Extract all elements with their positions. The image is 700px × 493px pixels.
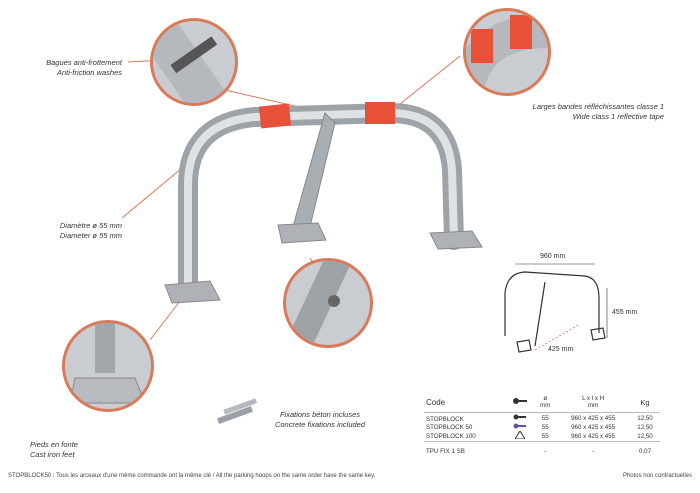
header-key-icon — [506, 392, 535, 413]
tape-label-fr: Larges bandes réfléchissantes classe 1 — [532, 102, 664, 111]
height-dimension: 455 mm — [612, 309, 638, 316]
depth-dimension: 425 mm — [548, 346, 574, 353]
washers-label-fr: Bagues anti-frottement — [46, 58, 122, 67]
tape-label: Larges bandes réfléchissantes classe 1 W… — [504, 102, 664, 121]
footer-note: STOPBLOCK50 : Tous les arceaux d'une mêm… — [8, 473, 376, 479]
key-icon — [507, 413, 535, 424]
dimension-drawing — [504, 263, 608, 353]
header-weight: Kg — [630, 392, 660, 413]
washers-label-en: Anti-friction washes — [56, 67, 122, 77]
diameter-label-en: Diameter ø 55 mm — [59, 230, 122, 240]
washers-label: Bagues anti-frottement Anti-friction was… — [30, 58, 122, 77]
feet-label-fr: Pieds en fonte — [30, 440, 78, 449]
diameter-label-fr: Diamètre ø 55 mm — [59, 221, 122, 230]
diameter-label: Diamètre ø 55 mm Diameter ø 55 mm — [30, 221, 122, 240]
table-row: STOPBLOCK 50 55 960 x 425 x 455 12,50 — [426, 423, 653, 431]
fixations-label: Fixations béton incluses Concrete fixati… — [250, 410, 390, 429]
triangle-key-icon — [507, 430, 535, 442]
washers-detail-photo — [150, 18, 238, 106]
reflective-tape-detail-photo — [463, 8, 551, 96]
table-row: STOPBLOCK 100 55 960 x 425 x 455 12,50 — [426, 430, 653, 442]
concrete-fixations-illustration — [217, 398, 258, 424]
table-row: STOPBLOCK 55 960 x 425 x 455 12,50 — [426, 413, 653, 424]
feet-label: Pieds en fonte Cast iron feet — [30, 440, 120, 459]
key-icon — [507, 423, 535, 431]
width-dimension: 960 mm — [540, 253, 566, 260]
footer-disclaimer: Photos non contractuelles — [622, 473, 692, 479]
fixations-label-fr: Fixations béton incluses — [279, 410, 361, 419]
feet-label-en: Cast iron feet — [30, 449, 75, 459]
table-row: TPU FIX 1 SB - - 0.07 — [424, 441, 660, 455]
lock-detail-photo — [283, 258, 373, 348]
header-code: Code — [424, 392, 507, 413]
cast-iron-foot-detail-photo — [62, 320, 154, 412]
fixations-label-en: Concrete fixations included — [274, 419, 366, 429]
parking-hoop-illustration — [164, 102, 483, 304]
tape-label-en: Wide class 1 reflective tape — [572, 111, 664, 121]
